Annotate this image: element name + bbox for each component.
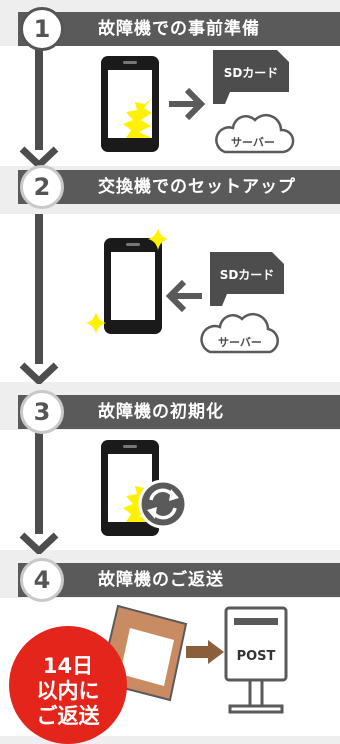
step-1-number: 1: [20, 7, 64, 51]
step-1-title: 故障機での事前準備: [98, 19, 260, 39]
badge-line-2: 以内に: [36, 679, 100, 703]
step-3-illustration: [101, 440, 188, 536]
step-2-illustration: SDカード サーバー: [86, 228, 284, 354]
sd-card-label: SDカード: [224, 66, 279, 80]
flow-line-3: [35, 430, 43, 534]
server-label: サーバー: [218, 336, 262, 349]
flow-arrowhead-2: [19, 362, 59, 384]
sparkle-icon: [86, 312, 106, 334]
server-cloud-icon: サーバー: [200, 312, 279, 354]
post-label: POST: [237, 649, 276, 664]
new-phone-icon: [104, 238, 162, 334]
step-2-band: [18, 170, 340, 204]
sparkle-icon: [148, 228, 168, 250]
return-deadline-badge: 14日 以内に ご返送: [9, 626, 127, 744]
flow-line-1: [35, 46, 43, 150]
step-3-number: 3: [20, 390, 64, 434]
right-arrow-icon: [186, 640, 224, 664]
badge-line-1: 14日: [42, 654, 94, 678]
right-arrow-icon: [169, 87, 206, 121]
sd-card-icon: SDカード: [213, 50, 289, 104]
server-cloud-icon: サーバー: [215, 113, 295, 154]
left-arrow-icon: [165, 279, 202, 313]
server-label: サーバー: [231, 136, 275, 149]
step-4-number: 4: [20, 558, 64, 602]
sd-card-label: SDカード: [220, 268, 275, 282]
step-4-title: 故障機のご返送: [98, 570, 224, 590]
badge-line-3: ご返送: [36, 704, 100, 728]
step-2-title: 交換機でのセットアップ: [98, 177, 296, 197]
step-2-number: 2: [20, 165, 64, 209]
step-1-illustration: SDカード サーバー: [101, 50, 295, 154]
flow-arrowhead-3: [19, 532, 59, 554]
flow-line-2: [35, 214, 43, 364]
sd-card-icon: SDカード: [210, 252, 284, 306]
reset-icon: [138, 479, 188, 529]
step-3-title: 故障機の初期化: [98, 402, 224, 422]
postbox-icon: POST: [224, 606, 288, 714]
step-3-band: [18, 395, 340, 429]
step-4-band: [18, 563, 340, 597]
broken-phone-icon: [101, 56, 159, 152]
step-1-band: [18, 12, 340, 46]
